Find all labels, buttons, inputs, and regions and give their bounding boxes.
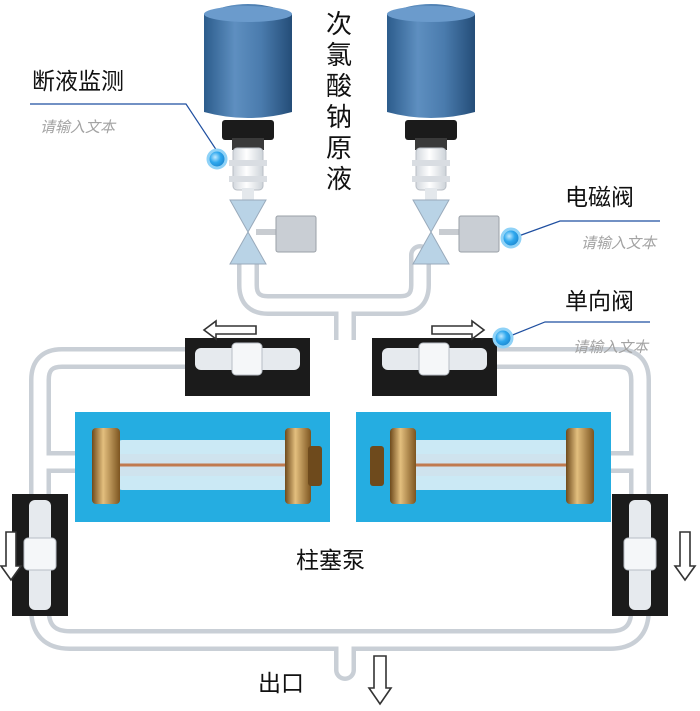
tee-junction [318, 340, 374, 376]
level-sensor-right [412, 147, 450, 191]
label-outlet: 出口 [258, 671, 304, 697]
plunger-pump-right [356, 412, 611, 522]
solenoid-valve-right [412, 188, 500, 265]
check-valve-top-left [185, 338, 310, 396]
flow-arrow-down-right-icon [673, 531, 697, 582]
check-valve-side-right [612, 494, 668, 616]
callout-line-check [504, 321, 650, 339]
callout-dot-level [206, 148, 228, 170]
placeholder-check-valve: 请输入文本 [572, 338, 648, 356]
callout-line-level [30, 103, 218, 152]
callout-dot-check [492, 327, 514, 349]
solenoid-valve-left [229, 188, 317, 265]
flow-arrow-left-icon [202, 319, 257, 341]
plunger-pump-left [75, 412, 330, 522]
placeholder-solenoid-valve: 请输入文本 [580, 234, 656, 252]
label-level-monitor: 断液监测 [32, 69, 124, 95]
reagent-bottle-right [387, 4, 475, 150]
reagent-bottle-left [204, 4, 292, 150]
check-valve-top-right [372, 338, 497, 396]
check-valve-side-left [12, 494, 68, 616]
label-check-valve: 单向阀 [565, 289, 634, 315]
label-sodium-hypochlorite: 次氯酸钠原液 [325, 10, 352, 195]
level-sensor-left [229, 147, 267, 191]
placeholder-level-monitor: 请输入文本 [40, 118, 116, 136]
callout-line-solenoid [512, 220, 660, 239]
flow-arrow-right-icon [431, 319, 486, 341]
callout-dot-solenoid [500, 227, 522, 249]
label-solenoid-valve: 电磁阀 [565, 185, 634, 211]
flow-arrow-down-left-icon [0, 531, 23, 582]
label-plunger-pump: 柱塞泵 [296, 548, 365, 574]
flow-arrow-outlet-icon [367, 655, 393, 706]
